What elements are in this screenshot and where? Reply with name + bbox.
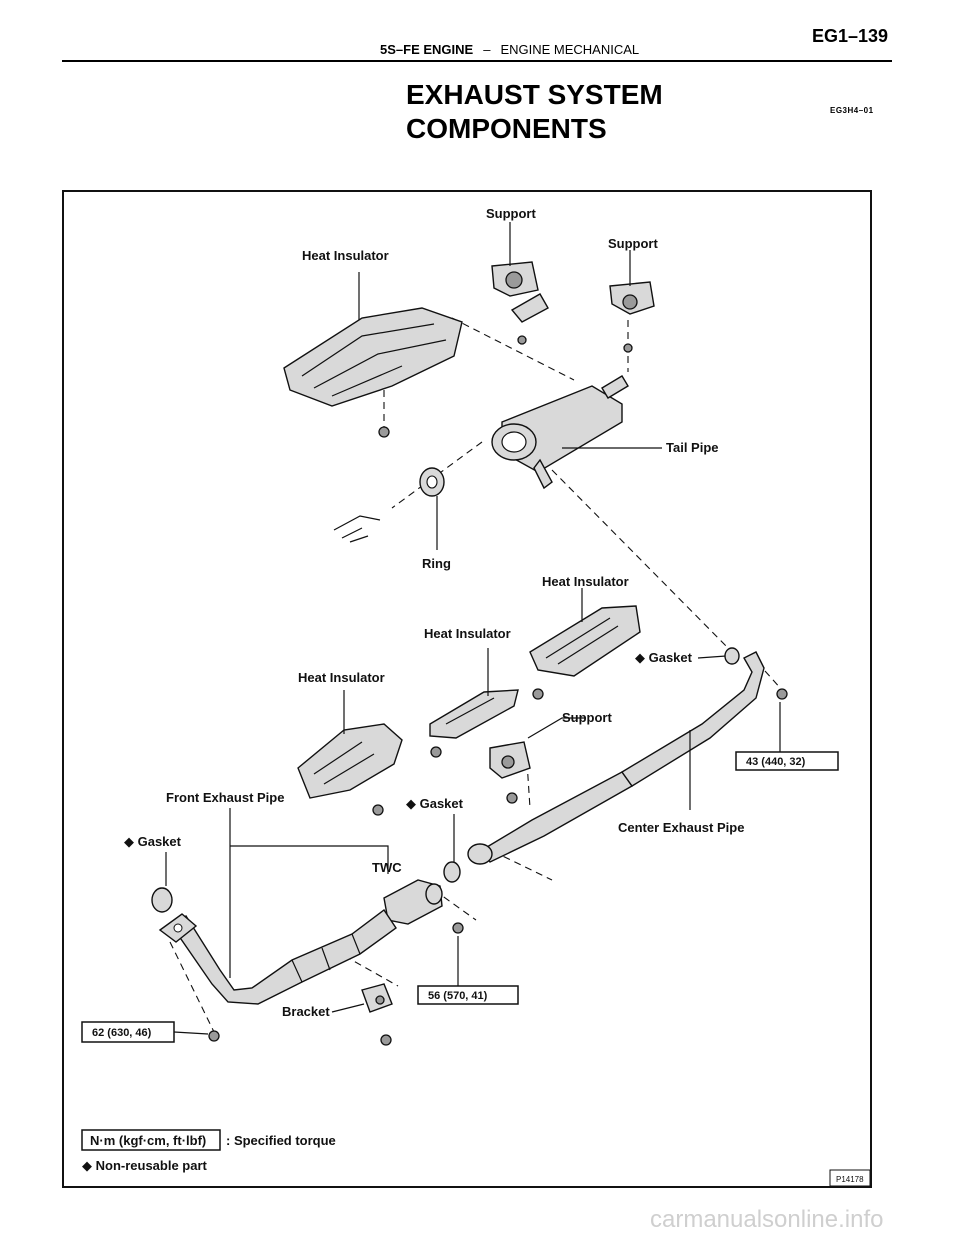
assembly-line [169,941,217,1037]
support-top [491,261,549,345]
heat-insulator-rear [283,307,463,407]
label-heat-insulator-center: Heat Insulator [542,574,629,589]
page-number: EG1–139 [812,26,889,46]
assembly-line [391,441,483,509]
leader-line [230,845,389,874]
label-heat-insulator-rear: Heat Insulator [302,248,389,263]
gasket-rear [724,647,740,665]
figure-code-box [829,1169,871,1187]
legend-unit-box [81,1129,221,1151]
bolt-icon [378,426,390,438]
figure-code: P14178 [836,1175,864,1184]
legend-unit-text: : Specified torque [226,1133,336,1148]
support-right [609,281,655,353]
nut-icon [776,688,788,700]
leader-line [331,1003,365,1013]
assembly-line [526,761,531,809]
document-code: EG3H4–01 [830,106,874,115]
watermark-footer: carmanualsonline.info [650,1206,884,1233]
legend-nonreusable: ◆ Non-reusable part [82,1158,208,1173]
nut-icon [208,1030,220,1042]
label-bracket: Bracket [282,1004,330,1019]
label-twc: TWC [372,860,402,875]
leader-line [697,655,727,659]
torque-value-front: 62 (630, 46) [92,1027,152,1039]
running-header: 5S–FE ENGINE–ENGINE MECHANICAL [380,42,639,57]
gasket-mid [443,861,461,883]
label-gasket-rear: ◆ Gasket [635,650,693,665]
label-ring: Ring [422,556,451,571]
twc-converter [383,879,443,925]
torque-box-twc [417,985,519,1005]
header-separator: – [483,42,491,57]
header-section: ENGINE MECHANICAL [500,42,640,57]
legend-unit: N·m (kgf·cm, ft·lbf) [90,1133,206,1148]
torque-value-twc: 56 (570, 41) [428,990,488,1002]
label-tail-pipe: Tail Pipe [666,440,719,455]
bolt-icon [372,804,384,816]
header-rule [62,60,892,62]
bolt-icon [506,792,518,804]
exhaust-diagram: Heat Insulator Support Support Tail Pipe… [62,190,872,1188]
title-line-1: EXHAUST SYSTEM [406,79,663,110]
label-heat-insulator-front: Heat Insulator [298,670,385,685]
heat-insulator-center [529,605,641,677]
center-exhaust-pipe [467,651,765,865]
label-gasket-mid: ◆ Gasket [406,796,464,811]
figure-frame [62,190,872,1188]
label-front-exhaust-pipe: Front Exhaust Pipe [166,790,284,805]
assembly-line [451,317,575,381]
ring [419,467,445,497]
bolt-icon [532,688,544,700]
leader-line [527,717,586,739]
leader-line [173,1031,209,1035]
support-mid [489,741,531,779]
bolt-icon [430,746,442,758]
label-support-right: Support [608,236,658,251]
heat-insulator-front [297,723,403,799]
bracket [361,983,393,1013]
hand-icon [333,515,381,543]
label-support-top: Support [486,206,536,221]
label-heat-insulator-mid: Heat Insulator [424,626,511,641]
torque-box-rear [735,751,839,771]
header-engine: 5S–FE ENGINE [380,42,474,57]
label-support-mid: Support [562,710,612,725]
exhaust-components-figure: Heat Insulator Support Support Tail Pipe… [62,190,872,1188]
bolt-icon [380,1034,392,1046]
torque-value-rear: 43 (440, 32) [746,756,806,768]
label-center-exhaust-pipe: Center Exhaust Pipe [618,820,744,835]
assembly-line [551,469,733,653]
gasket-front [151,887,173,913]
nut-icon [452,922,464,934]
label-gasket-front: ◆ Gasket [124,834,182,849]
title-line-2: COMPONENTS [406,113,607,144]
front-exhaust-pipe [158,908,397,1005]
muffler [491,375,629,490]
heat-insulator-mid [429,689,519,739]
assembly-line [433,889,477,921]
page-title: EXHAUST SYSTEM COMPONENTS [406,78,663,146]
